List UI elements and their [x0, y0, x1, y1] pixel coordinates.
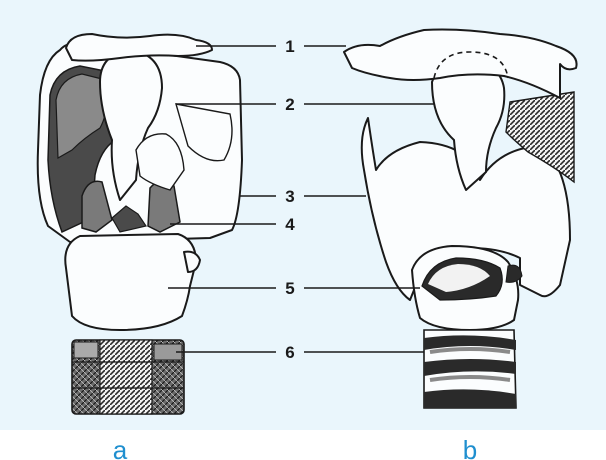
panel-label-a: a	[113, 435, 128, 460]
callout-label-5: 5	[285, 279, 294, 298]
cricoid-cartilage-a	[65, 234, 196, 330]
callout-label-3: 3	[285, 187, 294, 206]
callout-label-2: 2	[285, 95, 294, 114]
callout-label-1: 1	[285, 37, 294, 56]
callout-label-4: 4	[285, 215, 295, 234]
trachea-b	[424, 330, 516, 408]
trachea-a	[72, 340, 184, 414]
caption-strip	[0, 430, 606, 460]
panel-label-b: b	[463, 435, 477, 460]
callout-label-6: 6	[285, 343, 294, 362]
